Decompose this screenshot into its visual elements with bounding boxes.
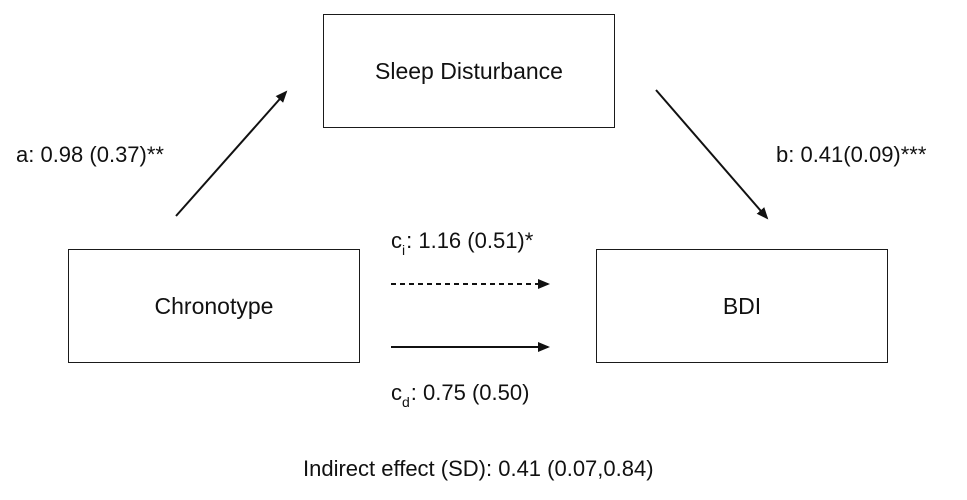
- path-b-coefficient: b: 0.41(0.09)***: [776, 142, 927, 167]
- path-b-arrow: [655, 89, 769, 220]
- outcome-node-label: BDI: [722, 292, 762, 319]
- mediator-node-box: Sleep Disturbance: [323, 14, 615, 128]
- path-cd-value: : 0.75 (0.50): [410, 380, 530, 405]
- path-cd-subscript: d: [402, 394, 410, 410]
- outcome-node-box: BDI: [596, 249, 888, 363]
- path-ci-subscript: i: [402, 242, 406, 258]
- predictor-node-box: Chronotype: [68, 249, 360, 363]
- path-ci-value: : 1.16 (0.51)*: [406, 228, 534, 253]
- predictor-node-label: Chronotype: [154, 292, 274, 319]
- path-a-arrow: [175, 90, 288, 217]
- path-cd-coefficient: cd: 0.75 (0.50): [391, 380, 530, 410]
- path-ci-symbol: c: [391, 228, 402, 253]
- mediator-node-label: Sleep Disturbance: [375, 57, 563, 84]
- path-ci-coefficient: ci: 1.16 (0.51)*: [391, 228, 534, 258]
- path-a-coefficient: a: 0.98 (0.37)**: [16, 142, 164, 167]
- indirect-effect-text: Indirect effect (SD): 0.41 (0.07,0.84): [303, 456, 654, 481]
- path-cd-symbol: c: [391, 380, 402, 405]
